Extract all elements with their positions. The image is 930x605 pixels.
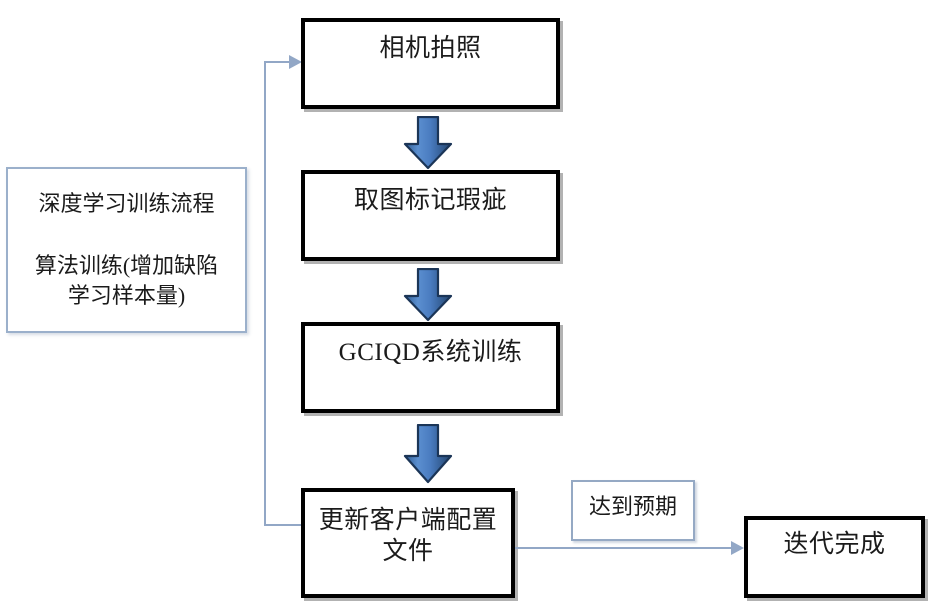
- edge-label-expected-text: 达到预期: [588, 494, 677, 519]
- note-panel-body: 算法训练(增加缺陷 学习样本量): [34, 253, 219, 309]
- feedback-loop-top-line: [264, 61, 290, 63]
- feedback-loop-arrowhead-icon: [289, 55, 302, 69]
- edge-update-to-done-arrowhead-icon: [731, 541, 744, 555]
- feedback-loop-bottom-line: [264, 524, 304, 526]
- node-train[interactable]: GCIQD系统训练: [301, 322, 560, 413]
- arrow-train-to-update-icon: [403, 424, 453, 484]
- note-panel-heading: 深度学习训练流程: [38, 191, 215, 216]
- node-update[interactable]: 更新客户端配置 文件: [301, 488, 515, 598]
- node-mark-label: 取图标记瑕疵: [353, 187, 507, 214]
- arrow-capture-to-mark-icon: [403, 116, 453, 170]
- edge-label-expected[interactable]: 达到预期: [571, 480, 695, 541]
- node-mark[interactable]: 取图标记瑕疵: [301, 170, 560, 261]
- arrow-mark-to-train-icon: [403, 268, 453, 322]
- node-train-label: GCIQD系统训练: [338, 339, 523, 366]
- node-done[interactable]: 迭代完成: [744, 516, 925, 598]
- node-done-label: 迭代完成: [783, 531, 886, 558]
- node-capture[interactable]: 相机拍照: [301, 18, 560, 109]
- edge-update-to-done-line: [515, 547, 733, 549]
- node-update-label: 更新客户端配置 文件: [318, 507, 498, 565]
- feedback-loop-vertical-line: [264, 62, 266, 526]
- node-capture-label: 相机拍照: [379, 35, 482, 62]
- deep-learning-note-panel: 深度学习训练流程 算法训练(增加缺陷 学习样本量): [6, 167, 247, 333]
